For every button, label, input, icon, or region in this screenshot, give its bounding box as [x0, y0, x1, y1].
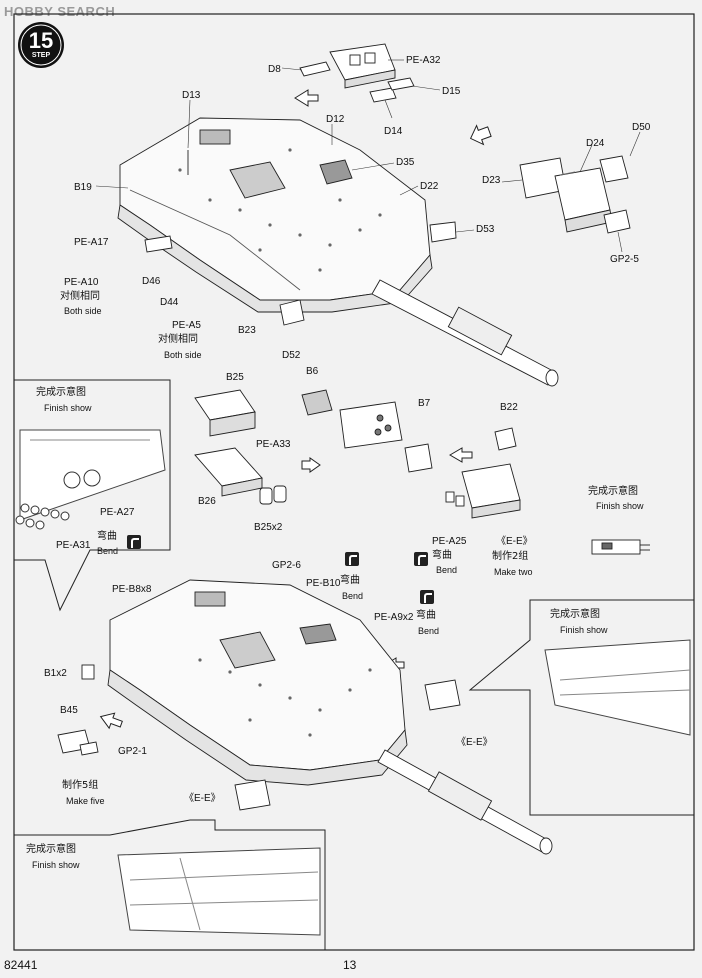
label-e-e-2: 《E-E》 [456, 737, 493, 748]
watermark: HOBBY SEARCH [4, 4, 116, 19]
label-d44: D44 [160, 297, 179, 308]
label-d24: D24 [586, 138, 605, 149]
label-d35: D35 [396, 157, 415, 168]
label-gp2-5: GP2-5 [610, 254, 639, 265]
label-pe-a5: PE-A5 [172, 320, 201, 331]
label-finish-show-cn-4: 完成示意图 [26, 844, 76, 855]
label-d53: D53 [476, 224, 495, 235]
page-number: 13 [343, 958, 357, 972]
page-frame [13, 13, 695, 951]
part-b22-group [445, 427, 521, 519]
label-finish-show-cn-1: 完成示意图 [36, 387, 86, 398]
label-pe-a33: PE-A33 [256, 439, 291, 450]
label-b1x2: B1x2 [44, 668, 67, 679]
label-pe-a10: PE-A10 [64, 277, 99, 288]
label-both-side-en-1: Both side [64, 306, 102, 316]
label-both-side-en-2: Both side [164, 350, 202, 360]
step-number: 15 [28, 28, 54, 53]
step-word: STEP [31, 52, 51, 59]
label-bend-en-4: Bend [418, 626, 440, 636]
finish-show-inset-bottom [14, 819, 326, 950]
label-d46: D46 [142, 276, 161, 287]
label-finish-show-cn-2: 完成示意图 [588, 486, 638, 497]
bend-icon [127, 535, 141, 549]
label-d14: D14 [384, 126, 403, 137]
label-pe-a25: PE-A25 [432, 536, 467, 547]
finish-show-inset-left [14, 379, 171, 612]
label-d52: D52 [282, 350, 301, 361]
label-d8: D8 [268, 64, 281, 75]
label-gp2-1: GP2-1 [118, 746, 147, 757]
label-finish-show-en-1: Finish show [44, 403, 92, 413]
label-b45: B45 [60, 705, 78, 716]
label-b19: B19 [74, 182, 92, 193]
bend-icon [345, 552, 359, 566]
label-b25x2: B25x2 [254, 522, 283, 533]
label-gp2-6: GP2-6 [272, 560, 301, 571]
finish-show-small-right [591, 539, 650, 555]
label-bend-en-1: Bend [97, 546, 119, 556]
finish-show-inset-right [468, 599, 694, 816]
label-bend-cn-3: 弯曲 [340, 575, 360, 586]
label-d13: D13 [182, 90, 201, 101]
label-finish-show-en-3: Finish show [560, 625, 608, 635]
bend-icon [414, 552, 428, 566]
label-bend-en-2: Bend [436, 565, 458, 575]
bend-icon [420, 590, 434, 604]
label-bend-cn-4: 弯曲 [416, 610, 436, 621]
catalog-number: 82441 [4, 958, 38, 972]
label-pe-a27: PE-A27 [100, 507, 135, 518]
step-badge-shape [18, 22, 64, 68]
label-d23: D23 [482, 175, 501, 186]
label-b6: B6 [306, 366, 319, 377]
label-b26: B26 [198, 496, 216, 507]
label-b22: B22 [500, 402, 518, 413]
label-e-e-3: 《E-E》 [184, 793, 221, 804]
label-pe-a9x2: PE-A9x2 [374, 612, 414, 623]
label-pe-b8x8: PE-B8x8 [112, 584, 152, 595]
label-b25: B25 [226, 372, 244, 383]
label-d15: D15 [442, 86, 461, 97]
label-make-two-en: Make two [494, 567, 533, 577]
label-bend-cn-1: 弯曲 [97, 531, 117, 542]
leader-lines [95, 59, 641, 253]
label-finish-show-cn-3: 完成示意图 [550, 609, 600, 620]
label-both-side-cn-2: 对侧相同 [158, 334, 198, 345]
label-b23: B23 [238, 325, 256, 336]
label-pe-b10: PE-B10 [306, 578, 341, 589]
part-d24-group [519, 155, 631, 234]
label-b7: B7 [418, 398, 431, 409]
label-finish-show-en-4: Finish show [32, 860, 80, 870]
label-pe-a17: PE-A17 [74, 237, 109, 248]
label-make-five-cn: 制作5组 [62, 780, 99, 791]
part-d8-group [299, 43, 415, 103]
label-finish-show-en-2: Finish show [596, 501, 644, 511]
tank-hull-bottom [57, 579, 553, 855]
label-d12: D12 [326, 114, 345, 125]
part-b25-group [194, 389, 287, 505]
part-b7-group [301, 389, 433, 473]
tank-hull-top [117, 117, 559, 387]
label-pe-a31: PE-A31 [56, 540, 91, 551]
label-d50: D50 [632, 122, 651, 133]
label-make-five-en: Make five [66, 796, 105, 806]
label-bend-en-3: Bend [342, 591, 364, 601]
step-badge-icon: 15 STEP [18, 22, 64, 68]
label-bend-cn-2: 弯曲 [432, 550, 452, 561]
label-pe-a32: PE-A32 [406, 55, 441, 66]
label-d22: D22 [420, 181, 439, 192]
label-e-e-1: 《E-E》 [496, 536, 533, 547]
label-make-two-cn: 制作2组 [492, 551, 529, 562]
label-both-side-cn-1: 对侧相同 [60, 291, 100, 302]
